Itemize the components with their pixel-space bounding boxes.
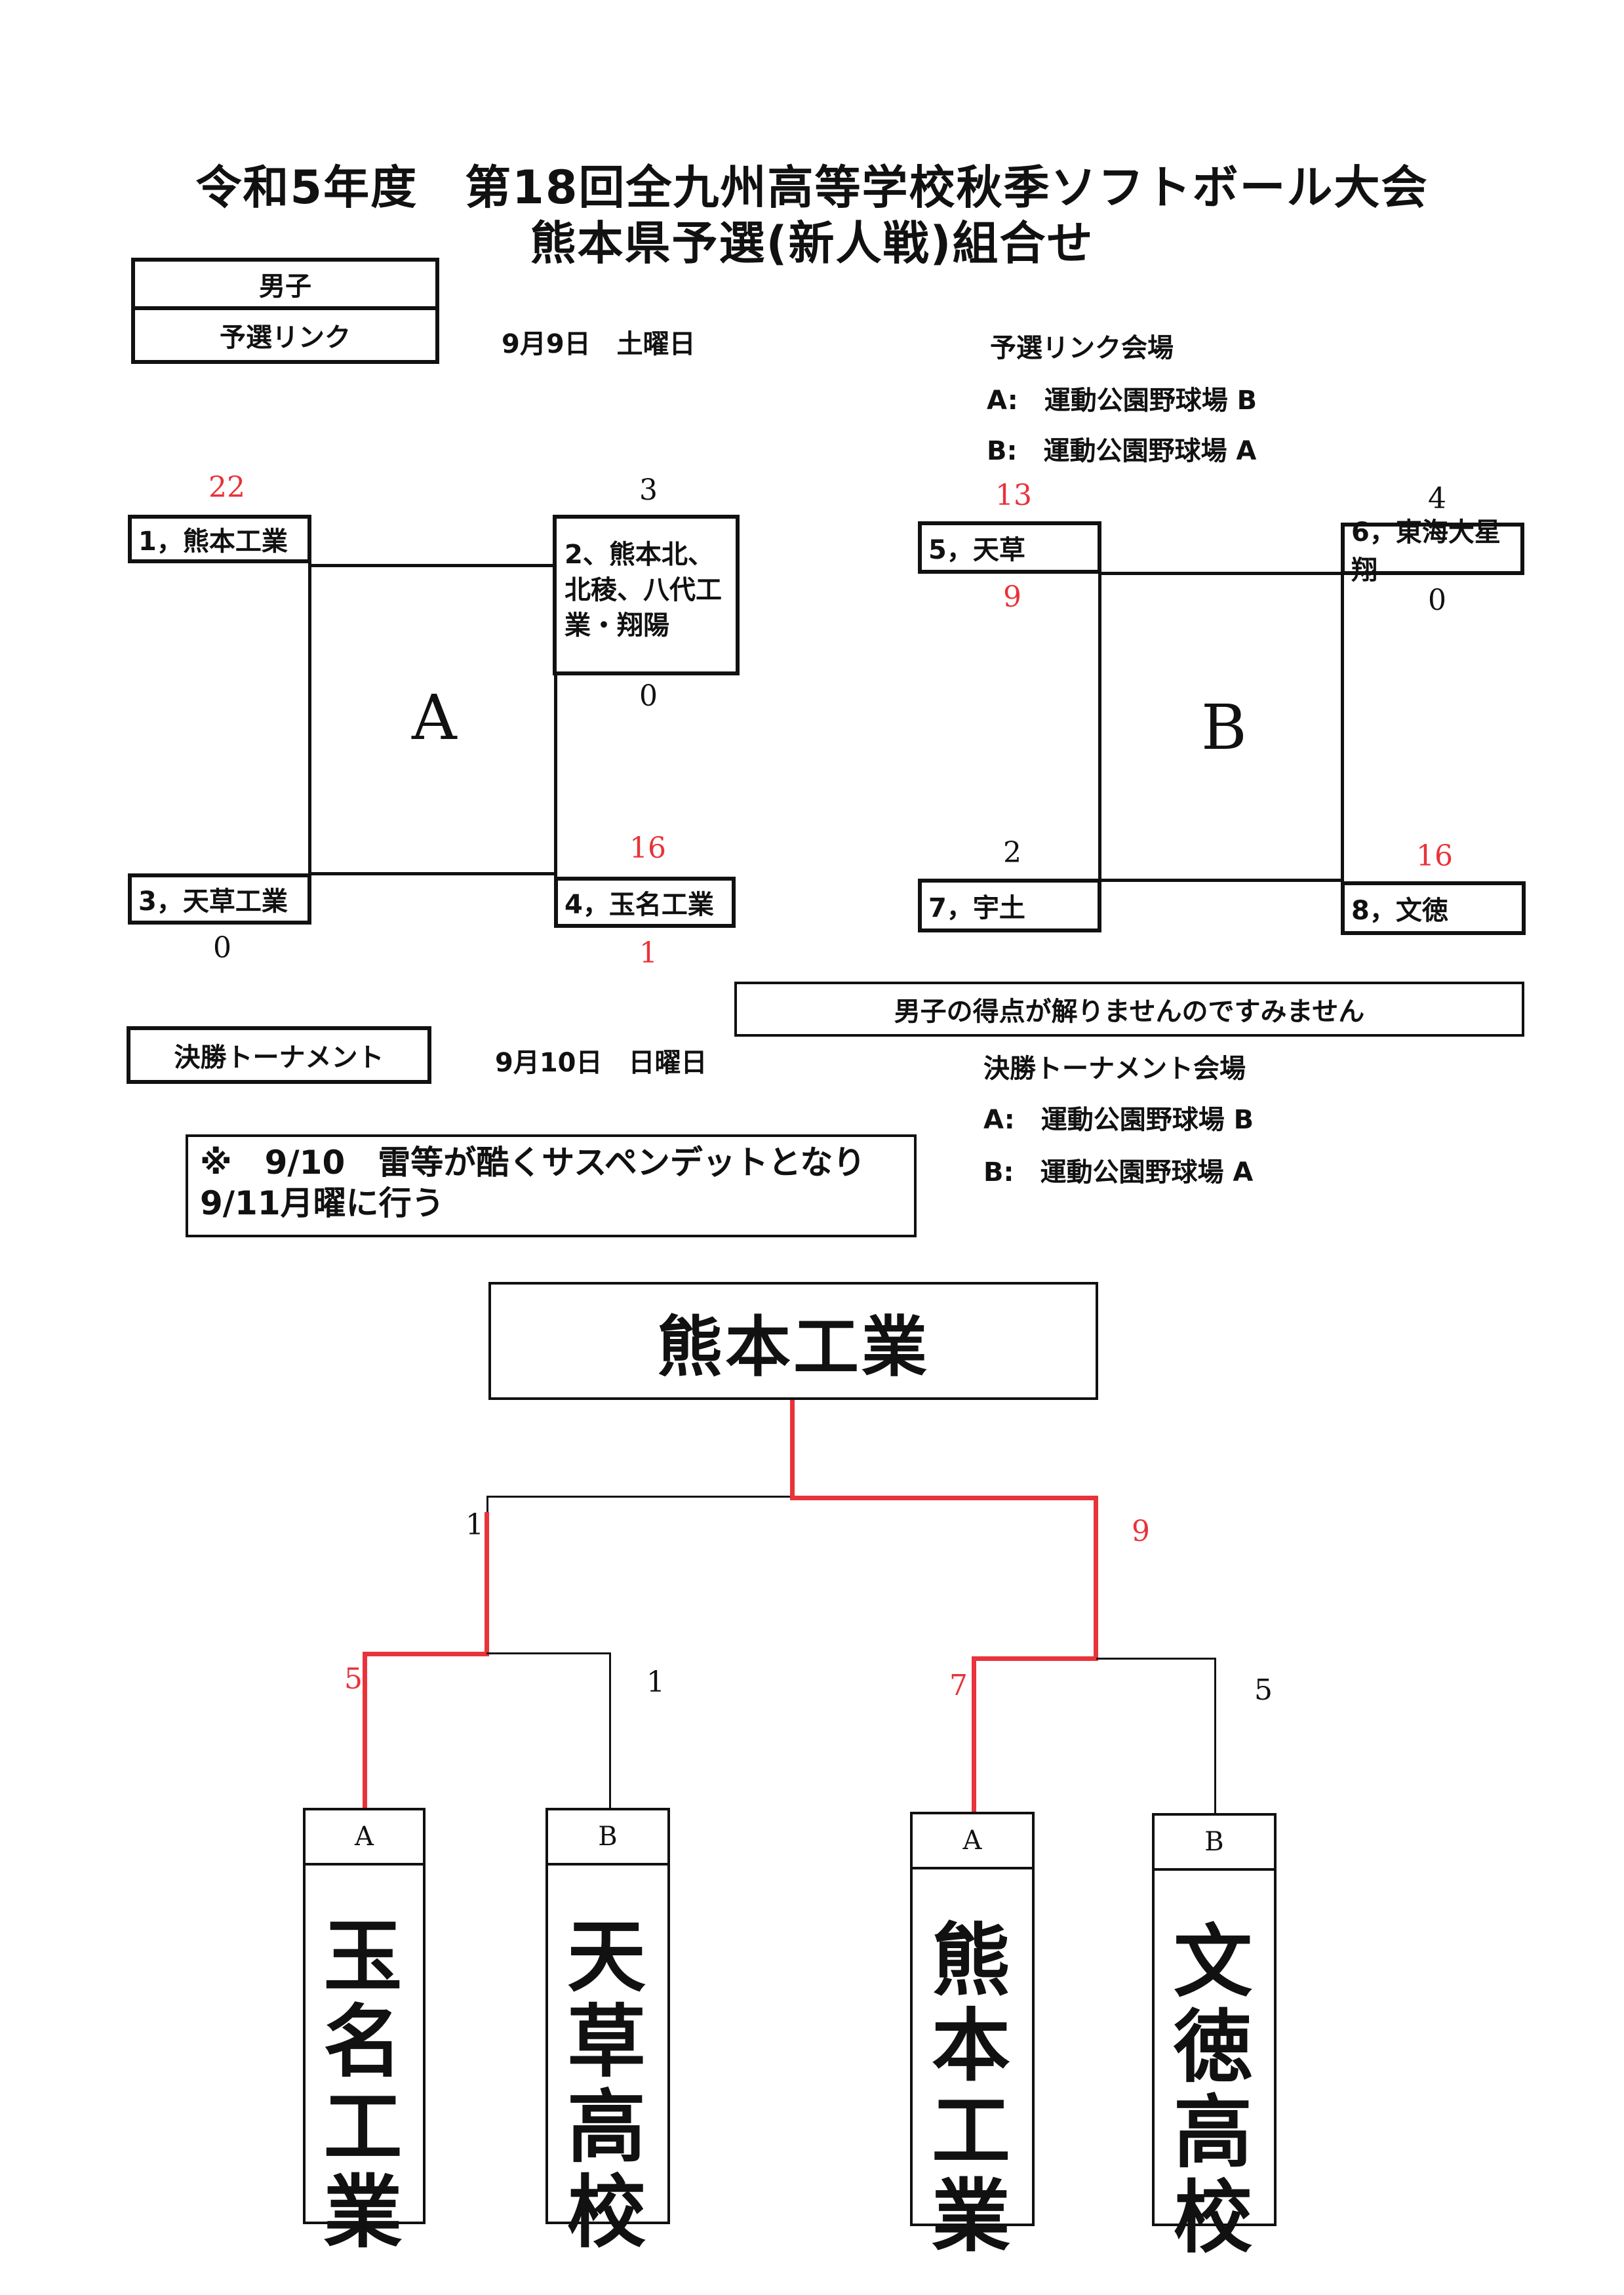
- groupA-score-t2-bottom: 0: [639, 679, 658, 713]
- semi1-score-right: 1: [646, 1666, 665, 1699]
- groupA-score-t4-bottom: 1: [639, 936, 658, 970]
- semi1-left-vertical-red: [363, 1652, 367, 1809]
- preliminary-venue-title: 予選リンク会場: [990, 333, 1174, 363]
- semi1-left-horizontal-red: [363, 1652, 489, 1656]
- final-right-horizontal-red: [790, 1496, 1098, 1500]
- groupB-score-t6-top: 4: [1428, 482, 1446, 515]
- finalist-4-group: B: [1155, 1816, 1274, 1871]
- semi2-right-horizontal: [1096, 1658, 1216, 1660]
- final-score-left: 1: [465, 1508, 484, 1542]
- groupB-team-6: 6，東海大星翔: [1341, 517, 1524, 586]
- final-left-horizontal: [488, 1496, 792, 1498]
- groupB-left-vertical: [1098, 567, 1101, 882]
- final-venue-b: B: 運動公園野球場 A: [983, 1157, 1254, 1187]
- division-label: 男子: [131, 258, 439, 310]
- finalist-2: B 天草高校: [545, 1808, 670, 2256]
- groupA-team-2-line-1: 2、熊本北、: [564, 540, 714, 570]
- final-label: 決勝トーナメント: [127, 1026, 431, 1084]
- groupB-letter: B: [1201, 692, 1247, 764]
- groupB-score-t5-top: 13: [995, 479, 1032, 512]
- semi2-right-vertical: [1214, 1658, 1216, 1815]
- groupB-team-7: 7，宇土: [918, 879, 1101, 932]
- groupA-team-4: 4，玉名工業: [554, 877, 736, 928]
- finalist-1-group: A: [306, 1810, 423, 1866]
- groupA-team-2-line-3: 業・翔陽: [564, 610, 669, 641]
- groupA-team-3: 3，天草工業: [128, 873, 311, 925]
- groupA-letter: A: [412, 682, 457, 754]
- semi1-score-left: 5: [344, 1662, 363, 1696]
- semi1-up-vertical: [486, 1496, 488, 1512]
- groupA-bottom-horizontal: [308, 872, 557, 875]
- groupA-right-vertical: [554, 672, 557, 888]
- groupB-score-t5-bottom: 9: [1003, 580, 1021, 614]
- groupB-score-t6-bottom: 0: [1428, 584, 1446, 617]
- groupB-score-t7-top: 2: [1003, 836, 1021, 869]
- groupB-score-t8-top: 16: [1416, 839, 1453, 873]
- groupA-top-horizontal: [308, 564, 557, 567]
- suspension-notice-line-1: ※ 9/10 雷等が酷くサスペンデットとなり: [200, 1144, 866, 1182]
- groupA-left-vertical: [308, 561, 311, 875]
- semi1-right-vertical: [609, 1652, 611, 1810]
- suspension-notice: ※ 9/10 雷等が酷くサスペンデットとなり 9/11月曜に行う: [186, 1134, 917, 1237]
- finalist-1-name: 玉名工業: [309, 1915, 401, 2256]
- semi2-left-horizontal-red: [972, 1656, 1098, 1661]
- groupA-team-1: 1，熊本工業: [128, 515, 311, 563]
- groupA-score-t1-top: 22: [208, 471, 245, 504]
- groupA-score-t4-top: 16: [629, 831, 666, 865]
- finalist-3: A 熊本工業: [910, 1812, 1035, 2260]
- preliminary-venue-b: B: 運動公園野球場 A: [987, 436, 1257, 466]
- preliminary-label: 予選リンク: [131, 306, 439, 364]
- semi2-up-vertical-red: [1094, 1496, 1098, 1656]
- final-venue-title: 決勝トーナメント会場: [983, 1054, 1246, 1084]
- finalist-1: A 玉名工業: [303, 1808, 426, 2256]
- groupA-score-t3-bottom: 0: [213, 931, 231, 965]
- preliminary-venue-a: A: 運動公園野球場 B: [987, 386, 1258, 416]
- finalist-2-group: B: [548, 1810, 667, 1866]
- groupA-team-2: 2、熊本北、 北稜、八代工 業・翔陽: [553, 515, 740, 675]
- groupA-team-2-line-2: 北稜、八代工: [564, 575, 722, 605]
- groupA-score-t2-top: 3: [639, 473, 658, 507]
- finalist-3-name: 熊本工業: [918, 1919, 1009, 2260]
- finalist-4: B 文徳高校: [1152, 1813, 1277, 2261]
- groupB-bottom-horizontal: [1098, 879, 1344, 882]
- champion-name: 熊本工業: [657, 1308, 930, 1386]
- score-note: 男子の得点が解りませんのですみません: [734, 982, 1524, 1037]
- finalist-3-group: A: [913, 1814, 1032, 1869]
- title-line-2: 熊本県予選(新人戦)組合せ: [530, 216, 1094, 270]
- finalist-4-name: 文徳高校: [1160, 1920, 1251, 2261]
- groupB-team-8: 8，文徳: [1341, 881, 1526, 935]
- groupB-team-5: 5，天草: [918, 521, 1101, 574]
- semi2-left-vertical-red: [972, 1656, 976, 1814]
- title-line-1: 令和5年度 第18回全九州高等学校秋季ソフトボール大会: [195, 161, 1429, 214]
- semi2-score-right: 5: [1254, 1673, 1273, 1707]
- final-score-right: 9: [1132, 1515, 1150, 1548]
- preliminary-date: 9月9日 土曜日: [502, 329, 696, 359]
- semi1-up-vertical-red: [485, 1512, 489, 1656]
- suspension-notice-line-2: 9/11月曜に行う: [200, 1184, 445, 1222]
- final-date: 9月10日 日曜日: [495, 1048, 707, 1078]
- groupB-right-vertical: [1341, 574, 1344, 885]
- final-stem-red: [790, 1400, 795, 1500]
- final-venue-a: A: 運動公園野球場 B: [983, 1105, 1254, 1135]
- semi1-right-horizontal: [486, 1652, 611, 1654]
- finalist-2-name: 天草高校: [553, 1915, 644, 2256]
- champion-box: 熊本工業: [488, 1282, 1098, 1400]
- semi2-score-left: 7: [949, 1669, 968, 1702]
- groupB-top-horizontal: [1098, 572, 1344, 575]
